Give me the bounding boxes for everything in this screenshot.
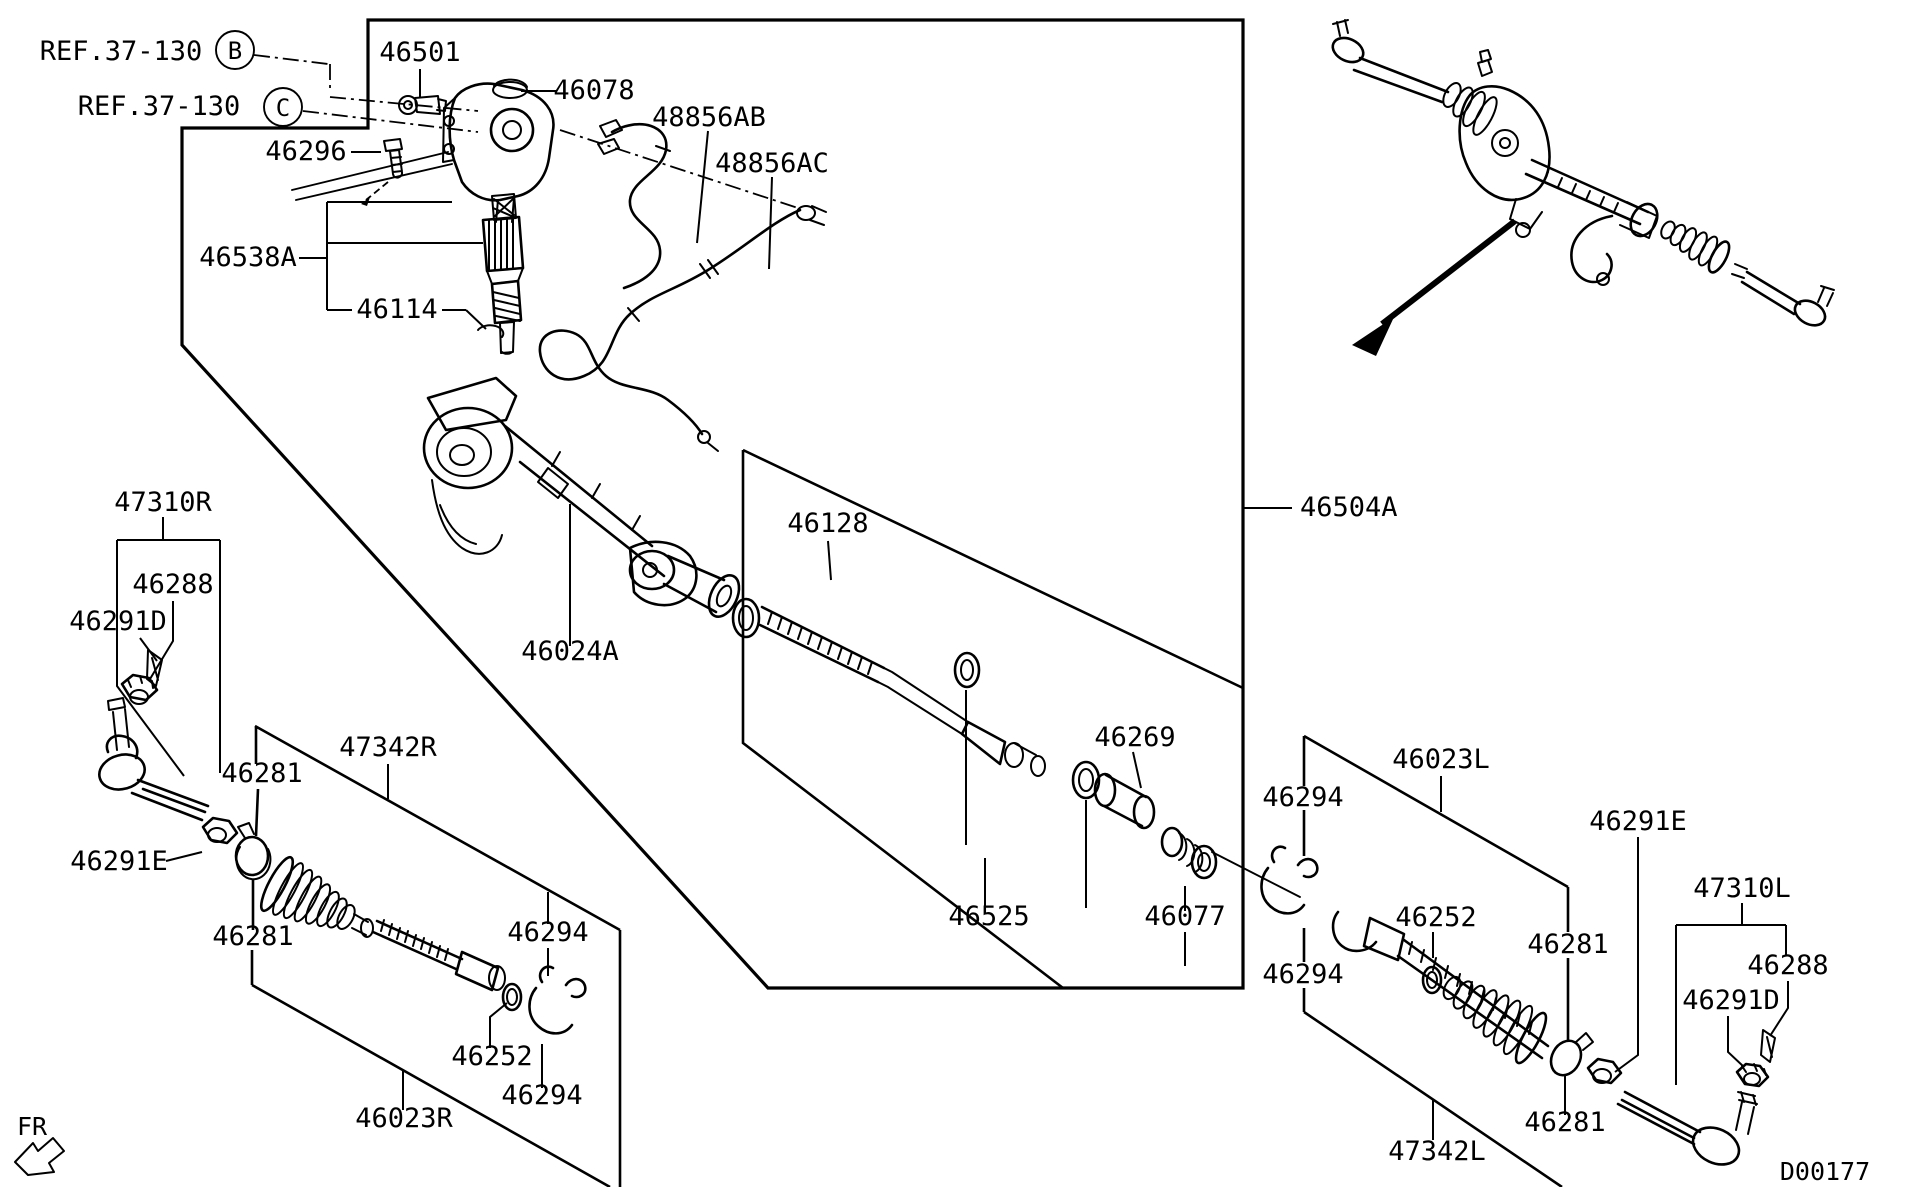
ref-circle-b <box>215 30 255 70</box>
valve-pinion-assembly <box>291 78 555 355</box>
rack-housing-46024A <box>422 376 741 618</box>
part-label-p46501: 46501 <box>379 37 460 68</box>
part-label-p46291E-l: 46291E <box>70 846 168 877</box>
boot-46023L <box>1442 975 1548 1065</box>
part-label-p46252-l: 46252 <box>451 1041 532 1072</box>
washer-46252-right <box>1421 965 1443 995</box>
part-label-p46281-l1: 46281 <box>221 758 302 789</box>
part-label-p46288-r: 46288 <box>1747 950 1828 981</box>
part-label-p48856AC: 48856AC <box>715 148 829 179</box>
part-label-p47310R: 47310R <box>114 487 212 518</box>
part-label-p46128: 46128 <box>787 508 868 539</box>
stopper-46077 <box>1160 826 1218 880</box>
hex-nut-46291E-left <box>201 816 239 845</box>
wedge-46291D-left <box>146 649 163 687</box>
assembled-steering-gear <box>1331 19 1835 356</box>
pipe-48856AC <box>538 208 802 436</box>
part-label-ref-b-text: REF.37-130 <box>40 36 203 67</box>
inner-tie-rod-47342R <box>371 919 506 992</box>
fr-direction-arrow <box>14 1137 65 1176</box>
tie-rod-end-47310L <box>1616 1090 1758 1166</box>
part-label-p46296: 46296 <box>265 136 346 167</box>
part-label-p46294-l2: 46294 <box>501 1080 582 1111</box>
part-label-p46538A: 46538A <box>199 242 297 273</box>
ref-circle-letter-B: B <box>228 37 242 65</box>
band-clamp-46281-right <box>1549 1032 1594 1077</box>
part-label-p46525: 46525 <box>948 901 1029 932</box>
wedge-46291D-right <box>1760 1029 1776 1063</box>
part-label-p48856AB: 48856AB <box>652 102 766 133</box>
ref-circle-letter-C: C <box>276 94 290 122</box>
part-label-code-text: D00177 <box>1780 1157 1870 1186</box>
leader-lines <box>299 69 1186 966</box>
part-label-p46281-l2: 46281 <box>212 921 293 952</box>
part-label-p46281-r1: 46281 <box>1527 929 1608 960</box>
ref-circle-c <box>263 87 303 127</box>
pipe-48856AB <box>610 122 668 290</box>
part-label-p46078: 46078 <box>553 75 634 106</box>
castle-nut-46288-right <box>1735 1062 1770 1088</box>
main-enclosure-border <box>180 18 1292 990</box>
part-label-p46294-r2: 46294 <box>1262 959 1343 990</box>
part-label-p46291D-l: 46291D <box>69 606 167 637</box>
part-label-fr-text: FR <box>17 1112 48 1141</box>
part-label-ref-c-text: REF.37-130 <box>78 91 241 122</box>
pressure-pipes <box>538 119 827 452</box>
tie-rod-end-group-right-side <box>98 517 239 862</box>
spring-clamp-46294-left <box>528 965 587 1035</box>
part-label-p46294-r1: 46294 <box>1262 782 1343 813</box>
hex-nut-46291E-right <box>1586 1057 1623 1085</box>
snap-ring-46114 <box>477 324 505 338</box>
part-label-p46252-r: 46252 <box>1395 902 1476 933</box>
rack-bar <box>758 605 886 684</box>
pinion-shaft-46538A <box>477 193 525 355</box>
bolt-46501 <box>398 95 447 115</box>
spring-clamp-46294-right <box>1260 845 1319 915</box>
direction-arrow-shaft <box>1380 218 1517 327</box>
part-number-labels: REF.37-130REF.37-130465014607848856AB488… <box>17 36 1870 1186</box>
part-label-p46291D-r: 46291D <box>1682 985 1780 1016</box>
rack-bar-kit <box>731 448 1301 990</box>
part-label-p46024A: 46024A <box>521 636 619 667</box>
bushing-46269 <box>1093 772 1156 830</box>
part-label-p46023L: 46023L <box>1392 744 1490 775</box>
part-label-p46504A: 46504A <box>1300 492 1398 523</box>
part-label-p47342R: 47342R <box>339 732 437 763</box>
part-label-p46077: 46077 <box>1144 901 1225 932</box>
boot-46023R <box>259 855 374 938</box>
part-label-p46294-l1: 46294 <box>507 917 588 948</box>
part-label-p47342L: 47342L <box>1388 1136 1486 1167</box>
boot-kit-right-side <box>234 724 622 1187</box>
part-label-p46269: 46269 <box>1094 722 1175 753</box>
tie-rod-end-47310R <box>98 697 210 822</box>
part-label-p46023R: 46023R <box>355 1103 453 1134</box>
direction-arrow-head <box>1352 317 1394 356</box>
band-clamp-46281-left <box>234 822 272 881</box>
washer-46252-left <box>501 982 523 1012</box>
part-label-p46281-r2: 46281 <box>1524 1107 1605 1138</box>
part-label-p46288-l: 46288 <box>132 569 213 600</box>
part-label-p46114: 46114 <box>356 294 437 325</box>
part-label-p47310L: 47310L <box>1693 873 1791 904</box>
boot-kit-left-side <box>1260 734 1789 1187</box>
part-label-p46291E-r: 46291E <box>1589 806 1687 837</box>
